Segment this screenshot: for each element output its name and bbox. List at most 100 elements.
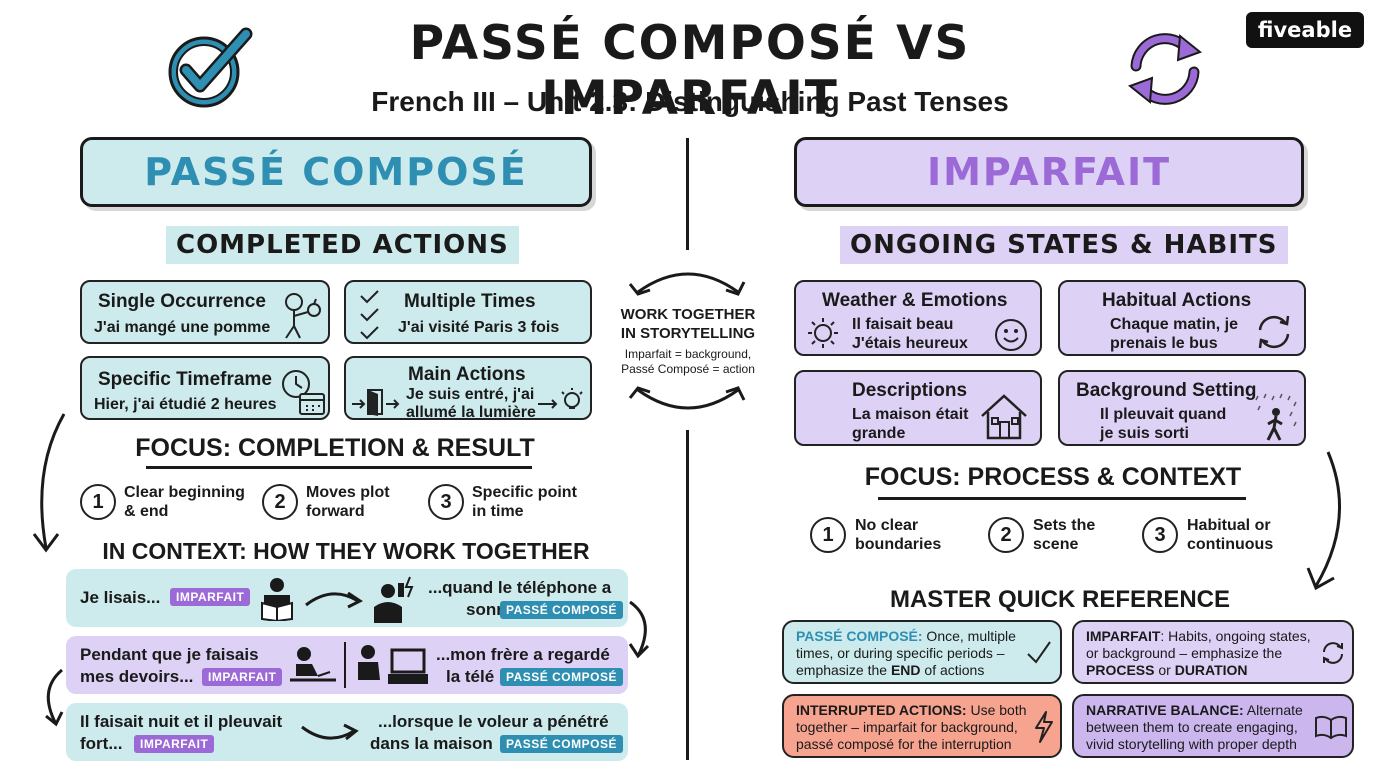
lightning-icon — [1035, 711, 1053, 743]
point-number: 3 — [428, 484, 464, 520]
focus-underline — [146, 466, 532, 469]
ref-text: Alternate — [1243, 702, 1303, 718]
point-number: 1 — [810, 517, 846, 553]
card-title: Single Occurrence — [98, 291, 266, 312]
smiley-icon — [995, 319, 1027, 351]
card-text: J'ai mangé une pomme — [94, 319, 271, 336]
context-heading: IN CONTEXT: HOW THEY WORK TOGETHER — [102, 538, 590, 564]
passe-compose-heading: PASSÉ COMPOSÉ — [80, 137, 592, 207]
card-text: Chaque matin, je — [1110, 316, 1239, 333]
card-title: Habitual Actions — [1102, 290, 1252, 311]
passe-compose-tag: PASSÉ COMPOSÉ — [500, 735, 623, 753]
ref-text: times, or during specific periods – — [796, 645, 1005, 661]
ref-text: between them to create engaging, — [1086, 719, 1298, 735]
point-label: boundaries — [855, 536, 942, 553]
arrow-right-icon — [305, 591, 363, 609]
ref-interrupted-actions: INTERRUPTED ACTIONS: Use both together –… — [782, 694, 1062, 758]
context-text: dans la maison — [370, 734, 493, 753]
ref-label: NARRATIVE BALANCE: — [1086, 702, 1244, 718]
person-reading-icon — [261, 578, 293, 621]
checkmark-badge-icon — [168, 27, 253, 108]
card-multiple-times: Multiple Times J'ai visité Paris 3 fois — [344, 280, 592, 344]
ref-text: or — [1154, 662, 1175, 678]
card-specific-timeframe: Specific Timeframe Hier, j'ai étudié 2 h… — [80, 356, 330, 420]
person-desk-icon — [290, 647, 336, 682]
center-divider-bottom — [686, 430, 689, 760]
card-text: J'ai visité Paris 3 fois — [398, 319, 560, 336]
card-weather-emotions: Weather & Emotions Il faisait beau J'éta… — [794, 280, 1042, 356]
point-number: 2 — [988, 517, 1024, 553]
work-together-line2: IN STORYTELLING — [620, 325, 756, 342]
context-text: mes devoirs... — [80, 667, 194, 686]
point-label: Moves plot — [306, 484, 390, 501]
context-text: Il faisait nuit et il pleuvait — [80, 712, 283, 731]
ref-emphasis: PROCESS — [1086, 662, 1155, 678]
ref-label: INTERRUPTED ACTIONS: — [796, 702, 967, 718]
open-book-icon — [1315, 715, 1347, 740]
point-label: & end — [124, 503, 169, 520]
context-text: Je lisais... — [80, 588, 161, 607]
ref-text: emphasize the — [796, 662, 891, 678]
card-habitual-actions: Habitual Actions Chaque matin, je prenai… — [1058, 280, 1306, 356]
reference-heading: MASTER QUICK REFERENCE — [889, 586, 1231, 613]
flow-arrow-left-icon — [32, 413, 66, 553]
ref-imparfait: IMPARFAIT: Habits, ongoing states, or ba… — [1072, 620, 1354, 684]
ref-label: PASSÉ COMPOSÉ: — [796, 628, 923, 644]
card-title: Weather & Emotions — [822, 290, 1008, 311]
context-row-2: Pendant que je faisais mes devoirs... IM… — [66, 636, 628, 694]
ref-text: passé composé for the interruption — [796, 736, 1012, 752]
clock-calendar-icon — [282, 370, 325, 415]
page-title: PASSÉ COMPOSÉ VS IMPARFAIT — [409, 16, 971, 126]
point-number: 2 — [262, 484, 298, 520]
ongoing-states-heading: ONGOING STATES & HABITS — [840, 226, 1288, 264]
checklist-icon — [360, 290, 379, 340]
ref-text: Once, multiple — [922, 628, 1016, 644]
card-text: allumé la lumière — [406, 404, 536, 421]
center-divider-top — [686, 138, 689, 250]
work-together-sub2: Passé Composé = action — [621, 362, 755, 376]
repeat-icon — [1323, 642, 1343, 664]
ref-emphasis: END — [890, 662, 921, 678]
ref-passe-compose: PASSÉ COMPOSÉ: Once, multiple times, or … — [782, 620, 1062, 684]
card-title: Multiple Times — [404, 291, 536, 312]
imparfait-tag: IMPARFAIT — [134, 735, 215, 753]
point-number: 3 — [1142, 517, 1178, 553]
ref-text: of actions — [920, 662, 985, 678]
card-text: La maison était — [852, 406, 969, 423]
point-label: No clear — [855, 517, 919, 534]
card-text: je suis sorti — [1100, 425, 1189, 442]
context-text: fort... — [80, 734, 123, 753]
point-label: forward — [306, 503, 365, 520]
card-text: Il faisait beau — [852, 316, 954, 333]
card-text: J'étais heureux — [852, 335, 968, 352]
ref-label: IMPARFAIT — [1086, 628, 1161, 644]
point-label: Sets the — [1033, 517, 1096, 534]
ref-text: vivid storytelling with proper depth — [1086, 736, 1297, 752]
work-together-line1: WORK TOGETHER — [620, 306, 756, 323]
page-subtitle: French III – Unit 2.3: Distinguishing Pa… — [371, 86, 1009, 117]
card-title: Descriptions — [852, 380, 968, 401]
focus-underline — [878, 497, 1246, 500]
ref-text: or background – emphasize the — [1086, 645, 1283, 661]
focus-completion: FOCUS: COMPLETION & RESULT — [135, 434, 535, 462]
card-title: Main Actions — [408, 364, 526, 385]
check-icon — [1027, 641, 1051, 664]
card-descriptions: Descriptions La maison était grande — [794, 370, 1042, 446]
flow-arrow-curve-icon — [628, 600, 650, 659]
context-text: la télé — [446, 667, 495, 686]
person-eating-icon — [285, 293, 321, 339]
card-text: Il pleuvait quand — [1100, 406, 1227, 423]
card-title: Specific Timeframe — [98, 369, 272, 390]
ref-narrative-balance: NARRATIVE BALANCE: Alternate between the… — [1072, 694, 1354, 758]
point-label: Habitual or — [1187, 517, 1271, 534]
passe-compose-tag: PASSÉ COMPOSÉ — [500, 668, 623, 686]
point-label: Specific point — [472, 484, 577, 501]
card-text: Je suis entré, j'ai — [406, 386, 535, 403]
card-text: Hier, j'ai étudié 2 heures — [94, 396, 277, 413]
ref-text: together – imparfait for background, — [796, 719, 1018, 735]
context-row-3: Il faisait nuit et il pleuvait fort... I… — [66, 703, 628, 761]
context-text: ...quand le téléphone a — [428, 578, 612, 597]
phone-ringing-icon — [374, 576, 414, 623]
arrow-right-icon — [301, 723, 359, 741]
sun-icon — [808, 318, 838, 348]
